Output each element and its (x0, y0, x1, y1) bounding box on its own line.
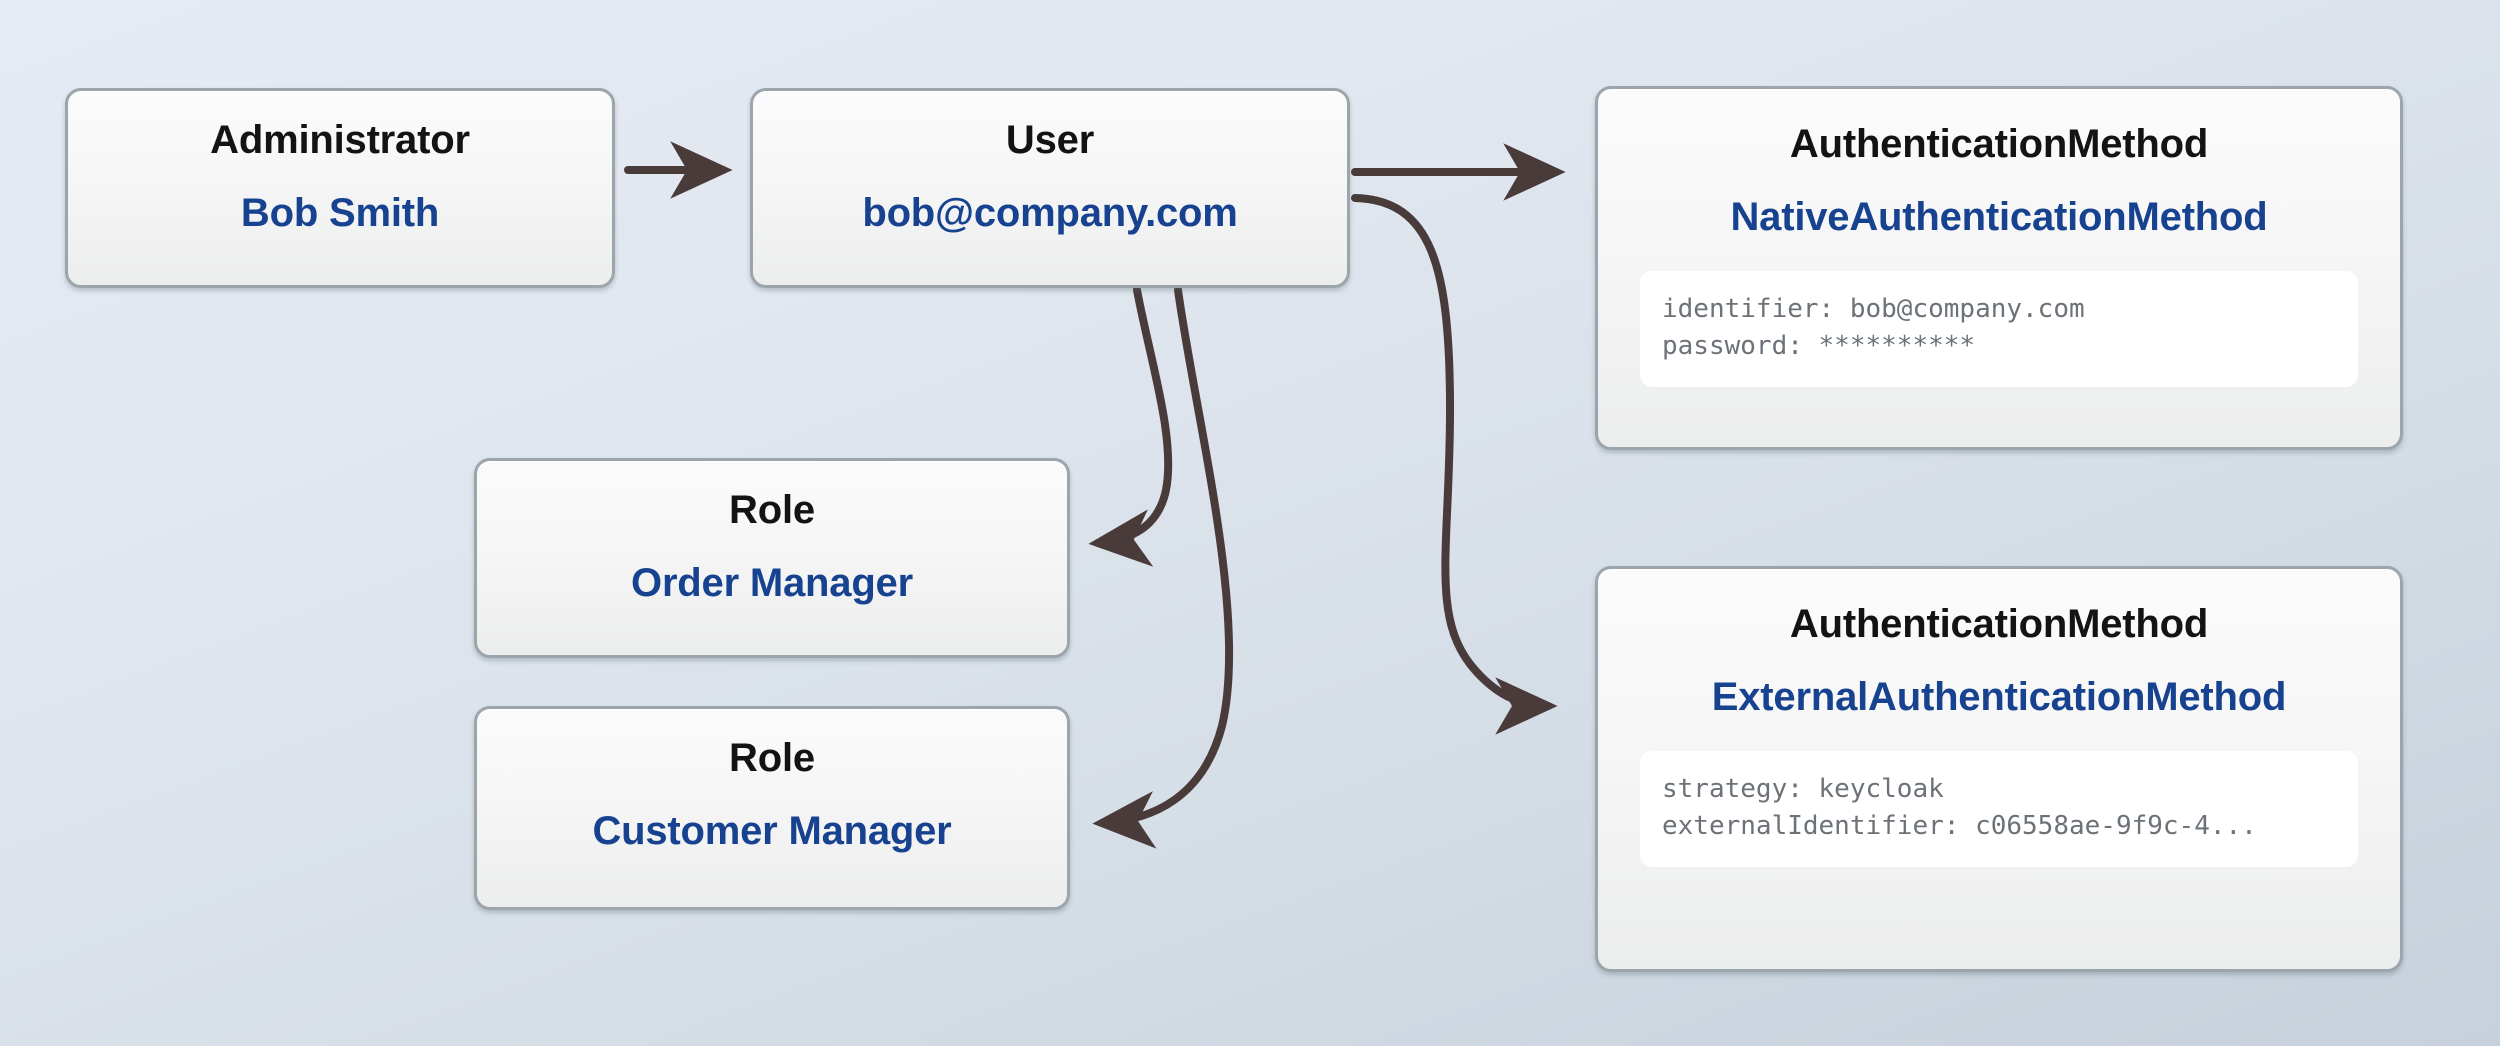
node-type-label: Role (729, 488, 815, 532)
property-line-strategy: strategy: keycloak (1662, 774, 1944, 805)
node-name-label: ExternalAuthenticationMethod (1711, 675, 2287, 720)
node-type-label: AuthenticationMethod (1789, 122, 2209, 166)
edge-user-to-order-manager (1088, 286, 1173, 567)
node-name-label: bob@company.com (862, 191, 1238, 236)
node-administrator[interactable]: Administrator Bob Smith (65, 88, 615, 288)
property-box: identifier: bob@company.com password: **… (1640, 271, 2358, 388)
edge-user-to-customer-manager (1092, 286, 1234, 849)
node-name-label: Bob Smith (240, 191, 440, 236)
property-box: strategy: keycloak externalIdentifier: c… (1640, 751, 2358, 868)
edge-user-to-external-auth (1351, 194, 1558, 735)
property-line-external-identifier: externalIdentifier: c06558ae-9f9c-4... (1662, 811, 2257, 842)
node-name-label: NativeAuthenticationMethod (1730, 195, 2268, 240)
node-user[interactable]: User bob@company.com (750, 88, 1350, 288)
node-role-order-manager[interactable]: Role Order Manager (474, 458, 1070, 658)
node-type-label: AuthenticationMethod (1789, 602, 2209, 646)
property-line-identifier: identifier: bob@company.com (1662, 294, 2085, 325)
node-name-label: Customer Manager (592, 809, 952, 854)
node-external-authentication-method[interactable]: AuthenticationMethod ExternalAuthenticat… (1595, 566, 2403, 972)
property-line-password: password: ********** (1662, 331, 1976, 362)
node-native-authentication-method[interactable]: AuthenticationMethod NativeAuthenticatio… (1595, 86, 2403, 450)
node-name-label: Order Manager (631, 561, 913, 606)
node-type-label: Administrator (210, 118, 470, 162)
node-role-customer-manager[interactable]: Role Customer Manager (474, 706, 1070, 910)
node-type-label: User (1005, 118, 1095, 162)
node-type-label: Role (729, 736, 815, 780)
